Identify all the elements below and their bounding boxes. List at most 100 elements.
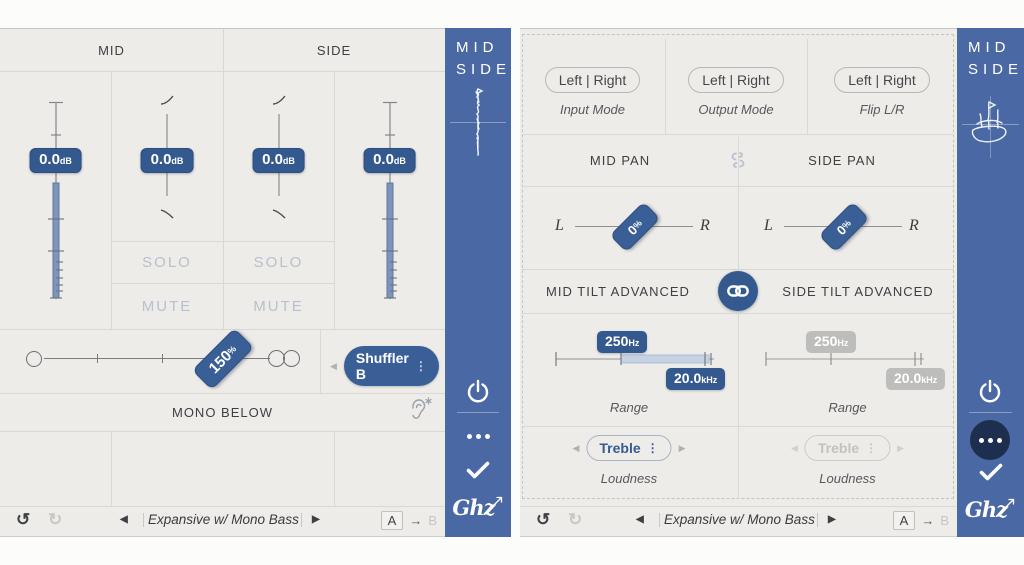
mid-gain-fader[interactable]: 0.0dB (0, 71, 111, 329)
side-tilt-range: 250Hz 20.0kHz Range (738, 313, 957, 426)
mid-gain-fader-track[interactable] (44, 101, 68, 301)
mid-loudness-prev-icon[interactable]: ◀ (572, 442, 580, 453)
stereo-indicator-circle-2 (283, 350, 300, 367)
mid-loudness-control: ◀ Treble⋮ ▶ Loudness (520, 426, 738, 499)
input-mode-button[interactable]: Left | Right (544, 67, 641, 93)
ab-slot-b-button[interactable]: B (940, 512, 949, 528)
mid-pan-header: MID PAN (589, 152, 651, 168)
mid-loudness-next-icon[interactable]: ▶ (678, 442, 686, 453)
mono-indicator-circle (26, 351, 42, 367)
preset-prev-button[interactable]: ◀ (120, 514, 128, 525)
mid-loudness-label: Loudness (600, 470, 658, 486)
midside-window-advanced: Left | Right Input Mode Left | Right Out… (520, 28, 1024, 537)
main-panel: MID SIDE (0, 28, 453, 537)
side-gain-fader[interactable]: 0.0dB (334, 71, 445, 329)
mid-section-header: MID (0, 29, 223, 71)
ship-sketch (475, 88, 484, 156)
audition-ear-icon[interactable] (408, 397, 432, 423)
redo-button[interactable]: ↻ (48, 510, 63, 529)
side-loudness-pill[interactable]: Treble⋮ (804, 435, 891, 461)
strength-control: 100% Strength (0, 431, 111, 506)
shuffler-pill[interactable]: Shuffler B⋮ (343, 346, 439, 386)
mid-trim-fader[interactable]: 0.0dB (111, 71, 223, 329)
ab-copy-arrow-icon[interactable]: → (409, 512, 423, 528)
width-slider-track[interactable] (44, 358, 270, 359)
mid-mute-button[interactable]: MUTE (141, 297, 193, 315)
ship-sketch (971, 101, 1007, 143)
check-icon[interactable] (466, 460, 490, 480)
ab-slot-a-button[interactable]: A (380, 510, 404, 530)
ab-compare: A → B (892, 504, 949, 536)
logo-arrow-icon (492, 496, 502, 506)
mid-pan-knob[interactable]: 0% (609, 201, 661, 253)
preset-bar: ↺ ↻ ◀ Expansive w/ Mono Bass ▶ A → B (520, 504, 957, 536)
side-gain-value-badge[interactable]: 0.0dB (363, 148, 416, 173)
mid-range-track[interactable] (555, 349, 715, 369)
mid-solo-button[interactable]: SOLO (142, 253, 192, 271)
side-loudness-next-icon[interactable]: ▶ (897, 442, 905, 453)
check-icon[interactable] (979, 462, 1003, 482)
undo-button[interactable]: ↺ (536, 510, 551, 529)
side-gain-fader-track[interactable] (378, 101, 402, 301)
power-icon[interactable] (977, 379, 1003, 405)
preset-prev-button[interactable]: ◀ (636, 514, 644, 525)
output-mode-control: Left | Right Output Mode (665, 29, 807, 134)
mid-range-high-badge[interactable]: 20.0kHz (666, 368, 726, 390)
tilt-link-button[interactable] (718, 271, 758, 311)
mid-pan-left-label: L (555, 217, 564, 234)
preset-next-button[interactable]: ▶ (312, 514, 320, 525)
ab-copy-arrow-icon[interactable]: → (921, 512, 935, 528)
kebab-menu-icon[interactable]: ⋮ (646, 441, 659, 455)
shuffler-prev-icon[interactable]: ◀ (330, 360, 337, 371)
mid-loudness-pill[interactable]: Treble⋮ (586, 435, 672, 461)
mid-tilt-header: MID TILT ADVANCED (546, 283, 690, 299)
redo-button[interactable]: ↻ (568, 510, 583, 529)
preset-name[interactable]: Expansive w/ Mono Bass (148, 512, 299, 527)
link-icon (727, 285, 749, 297)
side-loudness-control: ◀ Treble⋮ ▶ Loudness (738, 426, 957, 499)
output-mode-button[interactable]: Left | Right (688, 67, 784, 93)
kebab-menu-icon[interactable]: ⋮ (865, 441, 878, 455)
logo-arrow-icon (1005, 498, 1015, 508)
side-mute-button[interactable]: MUTE (253, 297, 304, 315)
side-range-low-badge[interactable]: 250Hz (806, 331, 857, 353)
mid-range-label: Range (609, 399, 649, 415)
ab-slot-a-button[interactable]: A (892, 510, 916, 530)
mid-trim-value-badge[interactable]: 0.0dB (140, 148, 194, 173)
undo-button[interactable]: ↺ (16, 510, 31, 529)
advanced-panel: Left | Right Input Mode Left | Right Out… (520, 28, 957, 537)
shuffler-selector: ◀ Shuffler B⋮ ▶ (330, 346, 453, 386)
mid-tilt-range: 250Hz 20.0kHz Range (520, 313, 738, 426)
side-pan-knob[interactable]: 0% (818, 201, 870, 253)
mid-range-low-badge[interactable]: 250Hz (597, 331, 648, 353)
more-options-button[interactable] (445, 434, 511, 439)
ab-slot-b-button[interactable]: B (428, 512, 437, 528)
more-options-button-active[interactable] (970, 420, 1010, 460)
pan-unlink-icon[interactable] (728, 150, 748, 170)
input-mode-control: Left | Right Input Mode (520, 29, 665, 134)
side-trim-value-badge[interactable]: 0.0dB (252, 148, 305, 173)
side-solo-button[interactable]: SOLO (253, 253, 304, 271)
power-icon[interactable] (465, 379, 491, 405)
preset-name[interactable]: Expansive w/ Mono Bass (664, 512, 815, 527)
side-range-high-badge[interactable]: 20.0kHz (886, 368, 946, 390)
side-pan-header: SIDE PAN (808, 152, 876, 168)
mid-gain-value-badge[interactable]: 0.0dB (29, 148, 82, 173)
side-trim-fader[interactable]: 0.0dB (223, 71, 334, 329)
ab-compare: A → B (380, 504, 437, 536)
side-section-header: SIDE (223, 29, 445, 71)
output-mode-label: Output Mode (698, 101, 774, 117)
goodhertz-logo[interactable]: Ghz (957, 494, 1024, 524)
side-loudness-prev-icon[interactable]: ◀ (790, 442, 798, 453)
mid-header-label: MID (98, 42, 125, 58)
input-mode-label: Input Mode (559, 101, 626, 117)
flip-lr-button[interactable]: Left | Right (834, 67, 930, 93)
side-range-track[interactable] (765, 349, 925, 369)
kebab-menu-icon[interactable]: ⋮ (414, 359, 427, 373)
goodhertz-logo[interactable]: Ghz (445, 492, 511, 522)
width-knob[interactable]: 150% (191, 327, 255, 391)
preset-next-button[interactable]: ▶ (828, 514, 836, 525)
